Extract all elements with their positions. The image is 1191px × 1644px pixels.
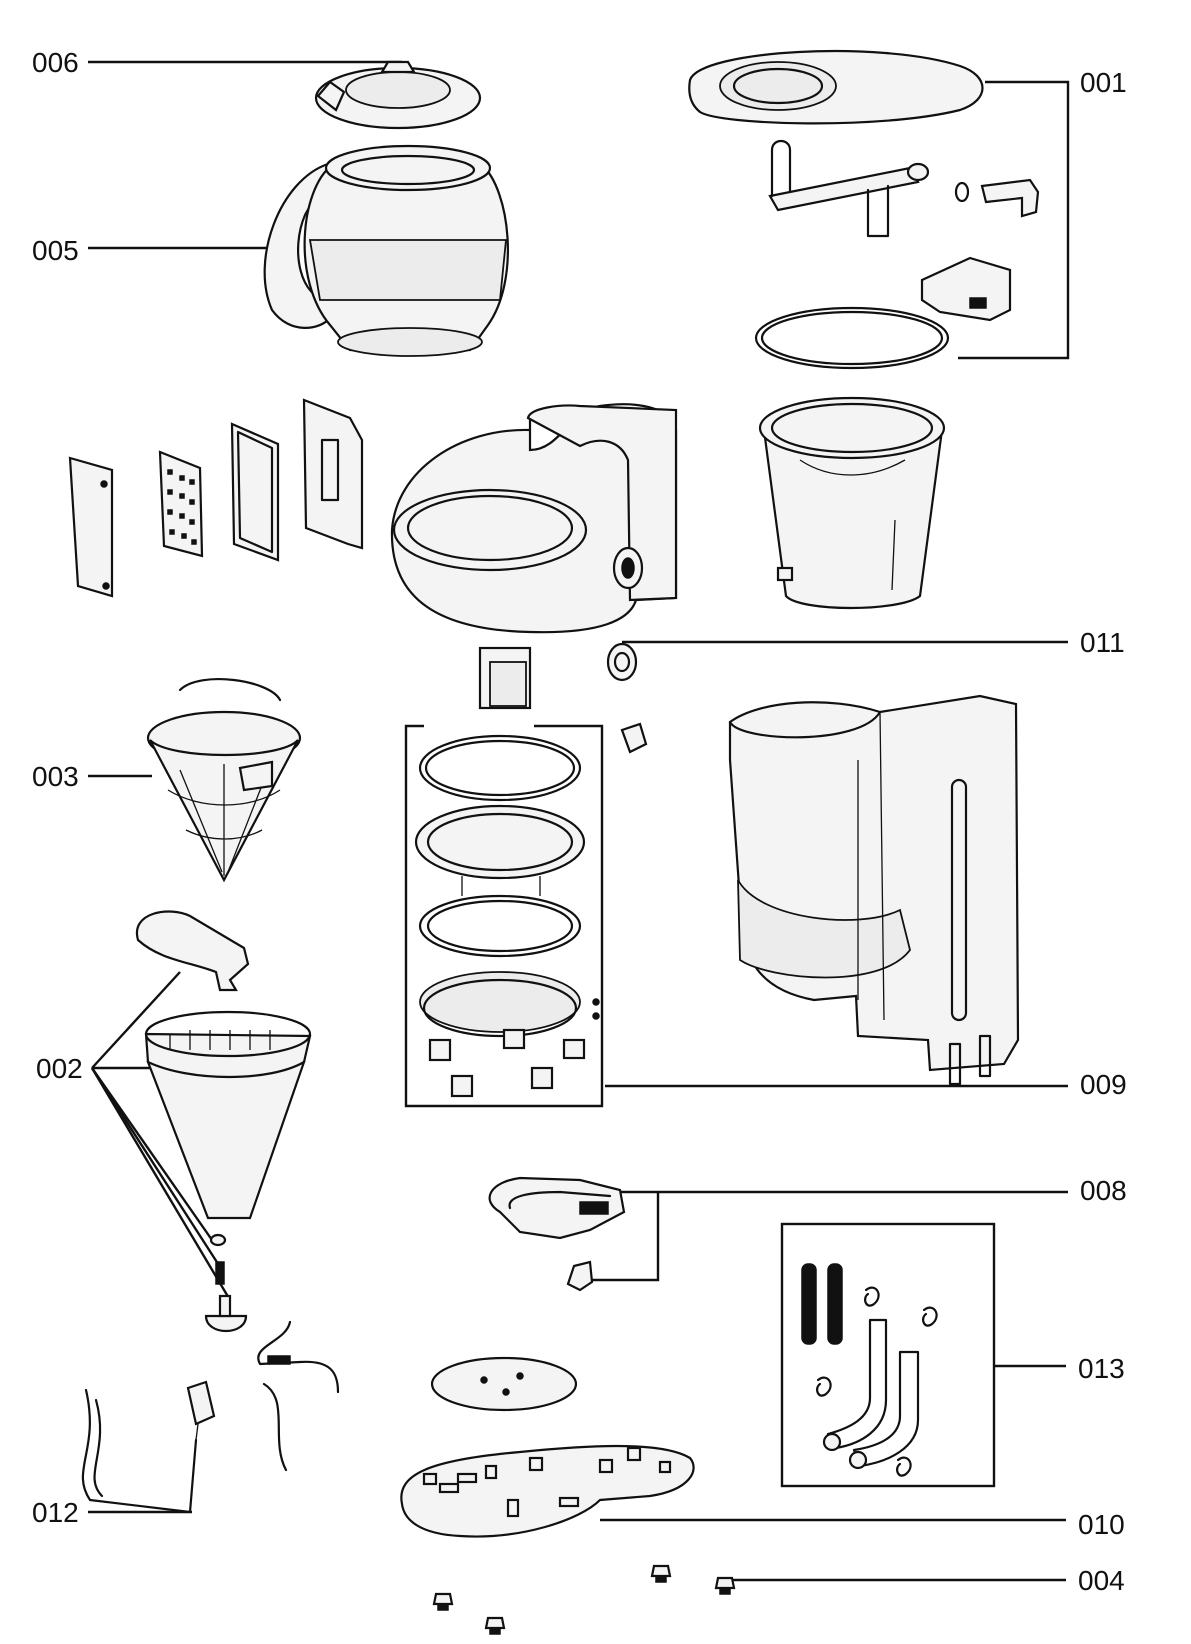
label-004: 004 <box>1078 1565 1125 1596</box>
part-013-tubes-and-clamps <box>780 1222 996 1488</box>
label-006: 006 <box>32 47 79 78</box>
part-012-power-cord <box>81 1320 340 1514</box>
label-013: 013 <box>1078 1353 1125 1384</box>
label-001: 001 <box>1080 67 1127 98</box>
part-004-feet <box>432 1564 736 1635</box>
part-008-heating-element <box>488 1176 626 1292</box>
label-003: 003 <box>32 761 79 792</box>
label-011: 011 <box>1080 627 1125 658</box>
part-002-filter-basket <box>135 910 312 1332</box>
part-010-bottom-plate <box>400 1356 695 1538</box>
label-009: 009 <box>1080 1069 1127 1100</box>
leader-lines <box>88 60 1070 1582</box>
main-housing-body <box>728 694 1020 1086</box>
part-009-warming-plate-assembly <box>404 724 604 1108</box>
label-010: 010 <box>1078 1509 1125 1540</box>
part-003-filter-holder <box>146 678 302 883</box>
part-005-carafe <box>263 144 509 357</box>
base-housing <box>390 403 678 634</box>
label-012: 012 <box>32 1497 79 1528</box>
label-005: 005 <box>32 235 79 266</box>
part-001-top-cover-assembly <box>688 49 1040 370</box>
water-tank-liner <box>758 396 946 610</box>
side-panels <box>68 398 364 598</box>
label-002: 002 <box>36 1053 83 1084</box>
part-011-switch-knob <box>478 642 648 754</box>
label-008: 008 <box>1080 1175 1127 1206</box>
part-006-carafe-lid <box>314 60 482 130</box>
